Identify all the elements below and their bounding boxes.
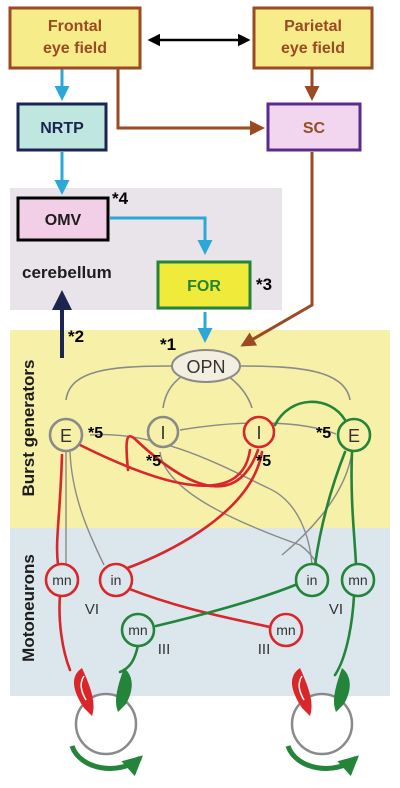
in-left-label: in [111,572,122,588]
omv-to-for-arrow [110,216,213,255]
motoneurons-label: Motoneurons [19,554,38,662]
mn-iii-left: mn [120,612,156,648]
frontal-eye-field-line2: eye field [43,40,107,57]
nrtp-label: NRTP [40,120,84,137]
parietal-eye-field-box: Parietal eye field [252,6,374,70]
i-right-label: I [256,423,261,443]
for-label: FOR [187,278,221,295]
opn-wiring [65,365,351,409]
note-5-left-i: *5 [146,453,161,470]
note-5-left-e: *5 [88,425,103,442]
burst-generators-label: Burst generators [19,360,38,497]
mn-vi-right-label: mn [348,572,367,588]
frontal-eye-field-box: Frontal eye field [8,6,142,70]
note-4: *4 [112,189,129,208]
nucleus-vi-right: VI [329,601,343,618]
note-2: *2 [68,327,84,346]
note-1: *1 [160,335,176,354]
parietal-eye-field-line2: eye field [281,40,345,57]
sc-box: SC [266,102,362,152]
note-5-right-e: *5 [316,425,331,442]
nucleus-iii-left: III [158,641,171,658]
excitatory-burst-left: E [48,417,84,453]
eye-left [69,668,143,777]
fef-to-sc-arrow [116,68,265,136]
mn-iii-right: mn [268,612,304,648]
i-left-label: I [160,423,165,443]
nrtp-box: NRTP [16,102,108,152]
cerebellum-label: cerebellum [22,263,112,282]
omv-label: OMV [45,212,82,229]
in-right-label: in [307,572,318,588]
note-5-right-i: *5 [256,453,271,470]
mn-iii-left-label: mn [128,622,147,638]
nucleus-vi-left: VI [85,601,99,618]
green-wiring [118,400,358,677]
frontal-eye-field-line1: Frontal [48,18,102,35]
mn-vi-left-label: mn [52,572,71,588]
mn-vi-right: mn [340,562,376,598]
burst-gray-wiring [65,422,353,566]
e-left-label: E [60,426,72,446]
parietal-eye-field-line1: Parietal [284,18,342,35]
for-box: FOR [156,260,252,310]
mn-vi-left: mn [44,562,80,598]
omv-box: OMV [16,196,110,242]
in-left: in [98,562,134,598]
excitatory-burst-right: E [336,417,372,453]
red-wiring [55,434,276,672]
note-3: *3 [256,275,272,294]
inhibitory-burst-left: I [146,415,180,449]
eye-right [285,668,359,777]
mn-iii-right-label: mn [276,622,295,638]
opn-node: OPN [171,349,241,383]
nucleus-iii-right: III [258,641,271,658]
sc-to-opn-arrow [240,152,314,347]
inhibitory-burst-right: I [242,415,276,449]
in-right: in [294,562,330,598]
sc-label: SC [303,120,326,137]
e-right-label: E [348,426,360,446]
opn-label: OPN [186,357,225,377]
